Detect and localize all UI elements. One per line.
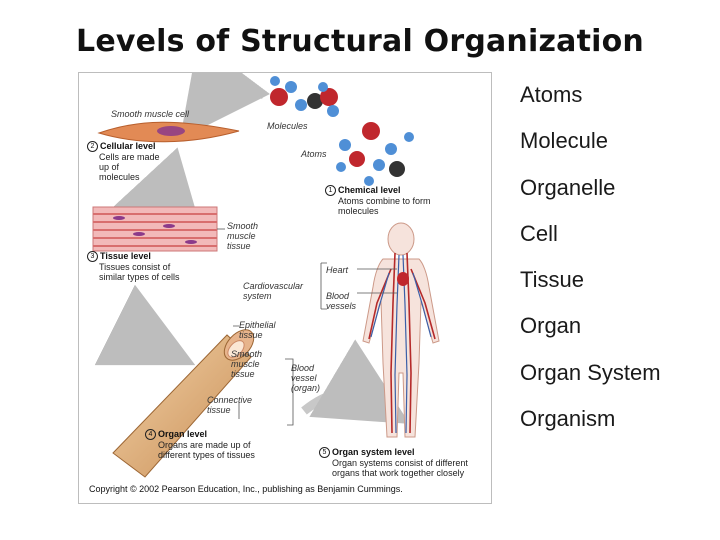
label-smooth-muscle-cell: Smooth muscle cell <box>111 109 190 119</box>
molecules-cluster <box>270 76 339 117</box>
human-cardiovascular-figure <box>362 222 440 438</box>
level-item: Organism <box>520 406 616 432</box>
level-item: Organ <box>520 313 582 339</box>
label-blood-vessels: Blood vessels <box>326 291 357 311</box>
step-3-desc: Tissues consist of similar types of cell… <box>99 262 180 282</box>
step-4-desc: Organs are made up of different types of… <box>158 440 255 460</box>
slide-title: Levels of Structural Organization <box>76 24 644 59</box>
level-item: Organ System <box>520 359 661 385</box>
level-item: Atoms <box>520 82 583 107</box>
level-item: Organelle <box>520 174 616 200</box>
label-connective-tissue: Connective tissue <box>207 395 253 415</box>
step-1-desc: Atoms combine to form molecules <box>338 196 431 216</box>
arrow-organ-to-system <box>301 339 410 424</box>
label-smooth-muscle-tissue-2: Smooth muscle tissue <box>231 349 263 379</box>
label-heart: Heart <box>326 265 349 275</box>
levels-list: Atoms Molecule Organelle Cell Tissue Org… <box>520 80 661 450</box>
label-molecules: Molecules <box>267 121 308 131</box>
atoms-cluster <box>336 122 414 186</box>
label-atoms: Atoms <box>301 149 327 159</box>
level-item: Molecule <box>520 128 609 154</box>
label-blood-vessel-organ: Blood vessel (organ) <box>291 363 321 393</box>
label-cardiovascular-system: Cardiovascular system <box>243 281 304 301</box>
blood-vessel-organ <box>112 329 255 478</box>
smooth-muscle-tissue <box>92 206 218 252</box>
label-smooth-muscle-tissue: Smooth muscle tissue <box>227 221 259 251</box>
arrow-molecules-to-cell <box>179 73 271 139</box>
label-epithelial-tissue: Epithelial tissue <box>239 320 276 340</box>
step-2-desc: Cells are made up of molecules <box>99 152 160 182</box>
arrow-cell-to-tissue <box>111 147 206 245</box>
copyright-notice: Copyright © 2002 Pearson Education, Inc.… <box>89 484 403 494</box>
level-item: Cell <box>520 220 558 246</box>
step-5-desc: Organ systems consist of different organ… <box>332 458 468 478</box>
figure-illustration <box>92 73 440 478</box>
arrow-tissue-to-organ <box>94 284 196 366</box>
level-item: Tissue <box>520 267 584 293</box>
